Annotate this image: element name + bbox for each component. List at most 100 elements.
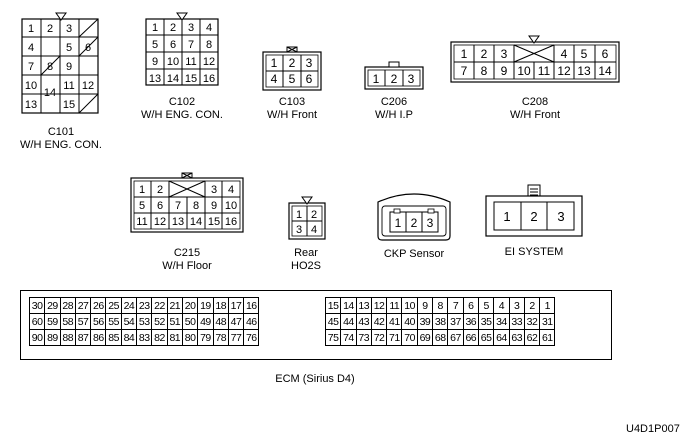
svg-text:15: 15 bbox=[63, 99, 75, 111]
svg-text:11: 11 bbox=[538, 64, 551, 78]
svg-text:11: 11 bbox=[136, 216, 147, 228]
c215-latch-icon bbox=[181, 172, 193, 179]
svg-text:1: 1 bbox=[296, 209, 302, 221]
svg-text:1: 1 bbox=[152, 22, 158, 34]
ecm-pin: 40 bbox=[401, 313, 418, 330]
svg-text:1: 1 bbox=[271, 56, 278, 70]
ecm-pin: 65 bbox=[477, 329, 495, 346]
c215-label: C215 W/H Floor bbox=[162, 247, 212, 272]
svg-text:4: 4 bbox=[206, 22, 212, 34]
ecm-pin: 90 bbox=[28, 329, 46, 346]
ecm-pin: 5 bbox=[477, 297, 495, 314]
ecm-pin: 43 bbox=[355, 313, 372, 330]
svg-text:2: 2 bbox=[311, 209, 317, 221]
svg-text:1: 1 bbox=[461, 47, 468, 61]
ecm-pin: 37 bbox=[447, 313, 464, 330]
ecm-pin: 57 bbox=[74, 313, 92, 330]
ecm-connector bbox=[20, 290, 612, 360]
ecm-pin: 20 bbox=[181, 297, 199, 314]
ecm-pin: 14 bbox=[340, 297, 357, 314]
svg-text:6: 6 bbox=[170, 39, 176, 51]
c208-key-icon bbox=[528, 35, 540, 44]
c208-label: C208 W/H Front bbox=[509, 96, 561, 121]
ecm-pin: 2 bbox=[523, 297, 541, 314]
svg-text:6: 6 bbox=[157, 200, 163, 212]
ecm-pin: 82 bbox=[151, 329, 168, 346]
ecm-pin: 32 bbox=[523, 313, 541, 330]
ecm-pin: 49 bbox=[197, 313, 214, 330]
svg-text:9: 9 bbox=[501, 64, 508, 78]
ecm-pin: 17 bbox=[227, 297, 245, 314]
ecm-pin: 84 bbox=[120, 329, 138, 346]
svg-text:12: 12 bbox=[557, 64, 571, 78]
svg-text:2: 2 bbox=[47, 23, 53, 35]
rear-ho2s-key-icon bbox=[301, 196, 313, 205]
ecm-pin: 77 bbox=[227, 329, 245, 346]
ecm-pin: 52 bbox=[151, 313, 168, 330]
svg-text:1: 1 bbox=[503, 209, 510, 224]
ecm-pin: 15 bbox=[324, 297, 342, 314]
ecm-pin: 33 bbox=[508, 313, 525, 330]
svg-text:10: 10 bbox=[167, 56, 179, 68]
c206-label: C206 W/H I.P bbox=[375, 96, 413, 121]
ecm-pin: 8 bbox=[432, 297, 449, 314]
svg-text:7: 7 bbox=[461, 64, 468, 78]
ecm-pin: 16 bbox=[243, 297, 260, 314]
svg-text:14: 14 bbox=[167, 73, 179, 85]
svg-text:11: 11 bbox=[63, 80, 74, 92]
c101-pin: 1 bbox=[28, 23, 34, 35]
svg-text:15: 15 bbox=[185, 73, 197, 85]
svg-text:2: 2 bbox=[289, 56, 296, 70]
ei-label: EI SYSTEM bbox=[504, 246, 564, 258]
ecm-pin: 70 bbox=[401, 329, 418, 346]
ckp-label: CKP Sensor bbox=[383, 248, 445, 260]
c101-key-icon bbox=[55, 12, 67, 21]
ecm-pin: 80 bbox=[181, 329, 199, 346]
ecm-pin: 44 bbox=[340, 313, 357, 330]
ecm-pin: 48 bbox=[212, 313, 229, 330]
ecm-pin: 46 bbox=[243, 313, 260, 330]
ecm-pin: 89 bbox=[44, 329, 61, 346]
ecm-pin: 30 bbox=[28, 297, 46, 314]
svg-text:1: 1 bbox=[139, 184, 145, 196]
ecm-pin: 75 bbox=[324, 329, 342, 346]
ecm-pin: 67 bbox=[447, 329, 464, 346]
svg-text:16: 16 bbox=[203, 73, 215, 85]
ecm-pin: 21 bbox=[166, 297, 183, 314]
ecm-pin: 23 bbox=[136, 297, 153, 314]
ecm-pin: 9 bbox=[416, 297, 434, 314]
svg-text:14: 14 bbox=[44, 87, 56, 99]
svg-text:1: 1 bbox=[395, 216, 402, 230]
c102-label: C102 W/H ENG. CON. bbox=[141, 96, 223, 121]
c101-face: 1 2 3 4 5 6 7 8 9 10 14 11 12 13 15 bbox=[21, 18, 99, 114]
svg-text:2: 2 bbox=[157, 184, 163, 196]
ecm-pin: 3 bbox=[508, 297, 525, 314]
ecm-pin: 60 bbox=[28, 313, 46, 330]
svg-text:15: 15 bbox=[208, 216, 220, 228]
svg-text:5: 5 bbox=[581, 47, 588, 61]
ecm-pin: 88 bbox=[59, 329, 76, 346]
svg-text:8: 8 bbox=[193, 200, 199, 212]
svg-text:13: 13 bbox=[172, 216, 184, 228]
svg-text:11: 11 bbox=[185, 56, 196, 68]
svg-text:12: 12 bbox=[82, 80, 94, 92]
svg-text:1: 1 bbox=[373, 72, 380, 86]
svg-text:16: 16 bbox=[225, 216, 237, 228]
ecm-pin: 39 bbox=[416, 313, 434, 330]
svg-text:10: 10 bbox=[225, 200, 237, 212]
ecm-pin: 61 bbox=[539, 329, 556, 346]
svg-text:4: 4 bbox=[311, 224, 317, 236]
ecm-pin: 66 bbox=[462, 329, 479, 346]
svg-text:8: 8 bbox=[481, 64, 488, 78]
svg-text:10: 10 bbox=[517, 64, 531, 78]
